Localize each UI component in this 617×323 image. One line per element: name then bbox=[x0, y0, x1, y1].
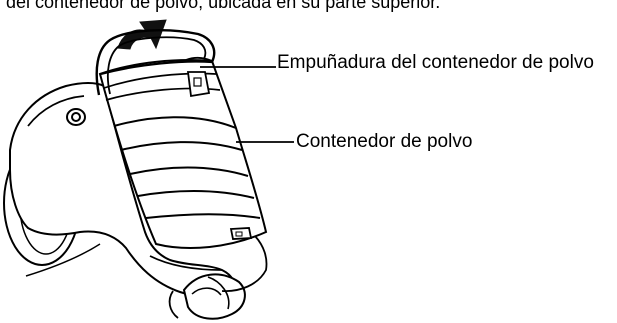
vacuum-cleaner-illustration bbox=[3, 29, 268, 320]
caption-text: del contenedor de polvo, ubicada en su p… bbox=[6, 0, 441, 12]
handle-label: Empuñadura del contenedor de polvo bbox=[277, 52, 594, 73]
hose-connector bbox=[182, 273, 246, 320]
dust-container-handle bbox=[95, 29, 216, 96]
dust-container bbox=[98, 59, 268, 249]
body-shell bbox=[9, 82, 236, 299]
container-label: Contenedor de polvo bbox=[296, 131, 473, 152]
leader-lines bbox=[200, 66, 294, 143]
